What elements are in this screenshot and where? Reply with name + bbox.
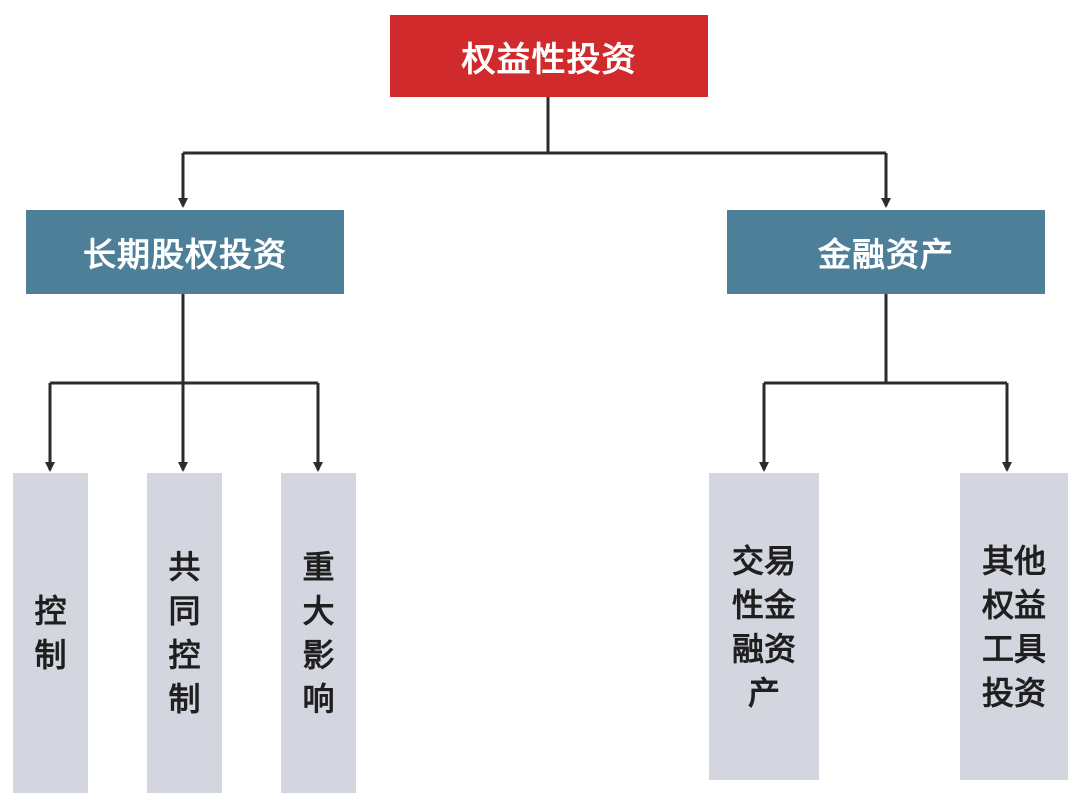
- leaf-node-trading-financial-assets: 交易 性金 融资 产: [709, 473, 819, 780]
- leaf-node-other-equity-instruments: 其他 权益 工具 投资: [960, 473, 1068, 780]
- connector-root-to-branches: [178, 97, 891, 208]
- leaf-node-joint-control: 共 同 控 制: [147, 473, 222, 793]
- branch-node-long-term-equity: 长期股权投资: [26, 210, 344, 294]
- root-node-equity-investment: 权益性投资: [390, 15, 708, 97]
- leaf-node-control: 控 制: [13, 473, 88, 793]
- connector-left-branch-children: [45, 294, 323, 472]
- connector-right-branch-children: [759, 294, 1012, 472]
- branch-node-financial-assets: 金融资产: [727, 210, 1045, 294]
- leaf-node-significant-influence: 重 大 影 响: [281, 473, 356, 793]
